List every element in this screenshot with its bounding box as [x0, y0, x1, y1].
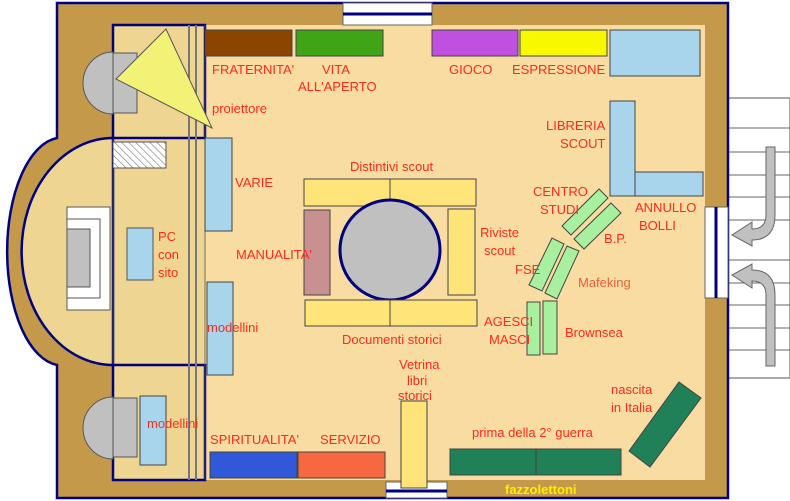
label-pc: PC — [158, 229, 176, 244]
hatched-area — [112, 141, 167, 169]
display-agesci — [526, 301, 541, 356]
pc-desk — [126, 227, 154, 281]
niche-top — [82, 51, 114, 115]
display-riviste — [447, 208, 476, 296]
display-mafeking — [544, 245, 580, 300]
display-prima-guerra-2 — [535, 448, 622, 476]
label-fraternita: FRATERNITA' — [212, 62, 294, 77]
display-brownsea — [542, 300, 558, 355]
central-table — [338, 198, 442, 302]
display-servizio — [297, 451, 386, 479]
display-prima-guerra-1 — [449, 448, 537, 476]
label-prima-guerra: prima della 2° guerra — [472, 425, 594, 440]
label-centro: CENTRO — [533, 184, 588, 199]
label-gioco: GIOCO — [449, 62, 492, 77]
label-riviste-scout: scout — [484, 243, 515, 258]
door-right[interactable] — [704, 206, 729, 299]
display-vita-aperto — [295, 29, 384, 57]
display-documenti-1 — [304, 299, 391, 327]
label-bp: B.P. — [604, 231, 627, 246]
display-documenti-2 — [389, 299, 478, 327]
display-annullo — [634, 171, 704, 197]
display-gioco — [431, 29, 519, 57]
label-spiritualita: SPIRITUALITA' — [210, 432, 299, 447]
label-brownsea: Brownsea — [565, 325, 624, 340]
display-bp — [573, 202, 622, 250]
label-fse: FSE — [515, 262, 541, 277]
label-servizio: SERVIZIO — [320, 432, 380, 447]
display-light-blue — [609, 29, 701, 77]
display-spiritualita — [209, 451, 298, 479]
label-all-aperto: ALL'APERTO — [298, 79, 377, 94]
display-varie — [204, 137, 233, 232]
label-studi: STUDI — [540, 202, 579, 217]
label-storici: storici — [398, 388, 432, 403]
label-masci: MASCI — [489, 332, 530, 347]
arrow-in-icon — [731, 146, 776, 247]
display-modellini — [206, 281, 234, 376]
label-riviste: Riviste — [480, 225, 519, 240]
label-libreria: LIBRERIA — [546, 118, 606, 133]
display-nascita-italia — [628, 381, 702, 468]
door-top[interactable] — [342, 2, 433, 26]
display-fraternita — [204, 29, 293, 57]
display-centro-studi — [561, 188, 609, 236]
niche-bottom — [82, 396, 114, 460]
display-libreria — [609, 100, 636, 197]
label-mafeking: Mafeking — [578, 275, 631, 290]
projector-beam — [115, 28, 214, 130]
label-distintivi: Distintivi scout — [350, 159, 433, 174]
label-vetrina: Vetrina — [399, 357, 440, 372]
display-manualita — [303, 209, 331, 296]
label-modellini-lower: modellini — [147, 416, 198, 431]
display-fse — [528, 237, 565, 292]
label-espressione: ESPRESSIONE — [512, 62, 606, 77]
screen — [66, 206, 111, 311]
display-modellini-lower — [139, 395, 167, 466]
label-pc-sito: sito — [158, 265, 178, 280]
display-espressione — [519, 29, 608, 57]
label-vita: VITA — [322, 62, 350, 77]
arrow-out-icon — [731, 263, 776, 367]
label-pc-con: con — [158, 247, 179, 262]
label-bolli: BOLLI — [639, 218, 676, 233]
label-nascita: nascita — [611, 382, 653, 397]
display-vetrina — [400, 400, 428, 489]
label-documenti: Documenti storici — [342, 332, 442, 347]
label-modellini: modellini — [207, 320, 258, 335]
label-varie: VARIE — [235, 175, 273, 190]
label-libri: libri — [407, 373, 427, 388]
label-agesci: AGESCI — [484, 314, 533, 329]
label-fazzolettoni: fazzolettoni — [505, 482, 577, 497]
label-manualita: MANUALITA' — [236, 247, 312, 262]
label-annullo: ANNULLO — [635, 200, 696, 215]
staircase — [727, 97, 790, 379]
label-proiettore: proiettore — [212, 101, 267, 116]
label-libreria-scout: SCOUT — [560, 136, 606, 151]
label-in-italia: in Italia — [611, 400, 653, 415]
